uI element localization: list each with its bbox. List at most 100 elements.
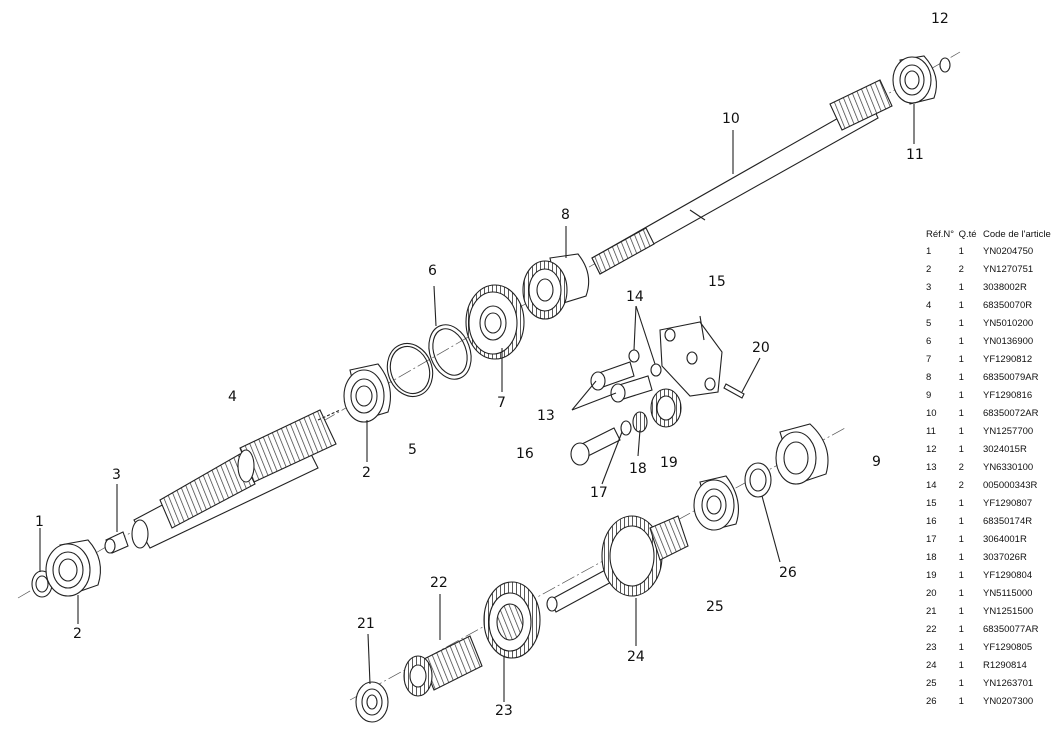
quantity-cell: 1 — [958, 389, 964, 401]
callout-5: 5 — [408, 442, 417, 458]
article-code-cell: 3037026R — [982, 551, 1027, 563]
callout-10: 10 — [722, 111, 740, 127]
callout-21: 21 — [357, 616, 375, 632]
ref-no-cell: 16 — [926, 515, 937, 527]
part-24-output-shaft — [546, 515, 689, 613]
quantity-cell: 1 — [958, 587, 964, 599]
article-code-cell: 68350079AR — [982, 371, 1039, 383]
quantity-cell: 1 — [958, 335, 964, 347]
article-code-cell: YF1290804 — [982, 569, 1033, 581]
header-article-code: Code de l'article — [982, 228, 1051, 240]
article-code-cell: YF1290807 — [982, 497, 1033, 509]
table-row: 1 1 YN0204750 — [926, 242, 1062, 260]
article-code-cell: YN1270751 — [982, 263, 1034, 275]
ref-no-cell: 14 — [926, 479, 937, 491]
ref-no-cell: 18 — [926, 551, 937, 563]
part-17-washer — [620, 420, 632, 436]
ref-no-cell: 26 — [926, 695, 937, 707]
quantity-cell: 1 — [958, 659, 964, 671]
article-code-cell: 68350077AR — [982, 623, 1039, 635]
callout-2-left: 2 — [73, 626, 82, 642]
quantity-cell: 1 — [958, 443, 964, 455]
callout-13: 13 — [537, 408, 555, 424]
ref-no-cell: 19 — [926, 569, 937, 581]
ref-no-cell: 8 — [926, 371, 932, 383]
part-4-input-shaft — [131, 409, 341, 549]
ref-no-cell: 6 — [926, 335, 932, 347]
callout-24: 24 — [627, 649, 645, 665]
quantity-cell: 1 — [958, 407, 964, 419]
part-3-sleeve — [104, 531, 129, 554]
quantity-cell: 1 — [958, 497, 964, 509]
callout-17: 17 — [590, 485, 608, 501]
ref-no-cell: 5 — [926, 317, 932, 329]
ref-no-cell: 20 — [926, 587, 937, 599]
quantity-cell: 1 — [958, 533, 964, 545]
article-code-cell: 68350072AR — [982, 407, 1039, 419]
table-row: 12 1 3024015R — [926, 440, 1062, 458]
callout-2-middle: 2 — [362, 465, 371, 481]
quantity-cell: 1 — [958, 425, 964, 437]
ref-no-cell: 15 — [926, 497, 937, 509]
ref-no-cell: 1 — [926, 245, 932, 257]
part-23-gear — [483, 581, 541, 659]
leader-lines — [39, 104, 915, 702]
article-code-cell: 3024015R — [982, 443, 1027, 455]
part-13-bolts — [590, 361, 653, 403]
quantity-cell: 2 — [958, 461, 964, 473]
ref-no-cell: 4 — [926, 299, 932, 311]
header-ref-no: Réf.N° — [926, 228, 955, 240]
callout-20: 20 — [752, 340, 770, 356]
quantity-cell: 1 — [958, 371, 964, 383]
ref-no-cell: 21 — [926, 605, 937, 617]
article-code-cell: YN1263701 — [982, 677, 1034, 689]
table-row: 8 1 68350079AR — [926, 368, 1062, 386]
callout-12: 12 — [931, 11, 949, 27]
quantity-cell: 1 — [958, 245, 964, 257]
article-code-cell: YN0204750 — [982, 245, 1034, 257]
callout-3: 3 — [112, 467, 121, 483]
callout-18: 18 — [629, 461, 647, 477]
ref-no-cell: 10 — [926, 407, 937, 419]
part-16-idler-shaft — [570, 427, 621, 466]
callout-22: 22 — [430, 575, 448, 591]
article-code-cell: 68350070R — [982, 299, 1033, 311]
article-code-cell: YN5115000 — [982, 587, 1033, 599]
article-code-cell: 3038002R — [982, 281, 1027, 293]
part-11-bearing-right — [892, 55, 937, 105]
callout-23: 23 — [495, 703, 513, 719]
article-code-cell: YN6330100 — [982, 461, 1034, 473]
table-row: 15 1 YF1290807 — [926, 494, 1062, 512]
callout-7: 7 — [497, 395, 506, 411]
parts-table-header-row: Réf.N° Q.té Code de l'article — [926, 226, 1062, 242]
part-25-bearing — [693, 475, 739, 531]
callout-1: 1 — [35, 514, 44, 530]
quantity-cell: 1 — [958, 641, 964, 653]
part-12-snap-ring — [939, 57, 951, 73]
ref-no-cell: 17 — [926, 533, 937, 545]
ref-no-cell: 22 — [926, 623, 937, 635]
callout-9: 9 — [872, 454, 881, 470]
callout-8: 8 — [561, 207, 570, 223]
ref-no-cell: 23 — [926, 641, 937, 653]
ref-no-cell: 12 — [926, 443, 937, 455]
ref-no-cell: 25 — [926, 677, 937, 689]
quantity-cell: 1 — [958, 515, 964, 527]
callout-4: 4 — [228, 389, 237, 405]
article-code-cell: YN0136900 — [982, 335, 1034, 347]
quantity-cell: 1 — [958, 605, 964, 617]
table-row: 6 1 YN0136900 — [926, 332, 1062, 350]
